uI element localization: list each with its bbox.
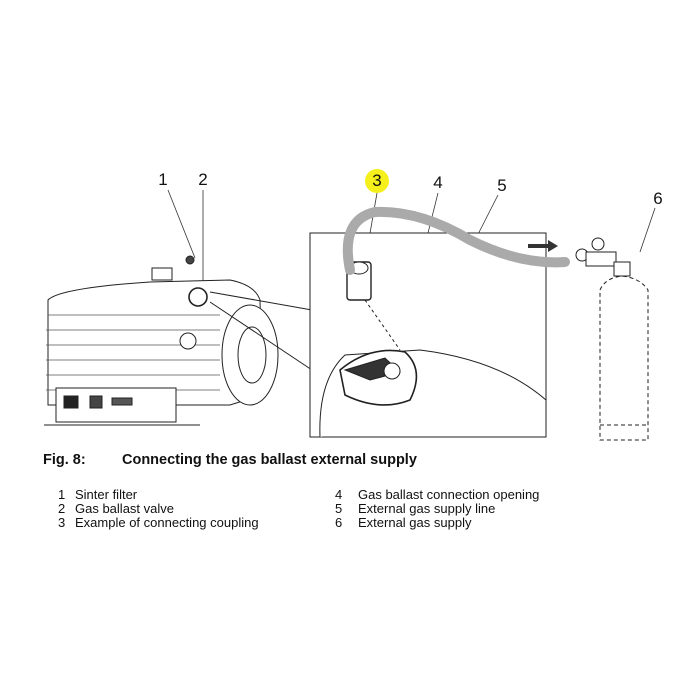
legend-num: 2 (58, 501, 66, 516)
pump-body (44, 255, 279, 426)
callout-3-highlighted: 3 (365, 169, 389, 193)
callout-4: 4 (433, 173, 443, 192)
legend-text: Sinter filter (75, 487, 138, 502)
figure-title: Connecting the gas ballast external supp… (122, 452, 417, 468)
legend-text: Example of connecting coupling (75, 515, 259, 530)
legend-text: Gas ballast valve (75, 501, 174, 516)
pump-illustration (44, 189, 656, 441)
legend-text: External gas supply line (358, 501, 496, 516)
legend-item: 4 Gas ballast connection opening (335, 488, 539, 502)
legend-item: 6 External gas supply (335, 516, 539, 530)
gas-cylinder (575, 237, 649, 441)
flow-arrow (528, 240, 558, 252)
detail-valve (319, 299, 547, 438)
legend-num: 1 (58, 487, 66, 502)
legend-num: 5 (335, 501, 343, 516)
figure-label: Fig. 8: (43, 452, 86, 468)
callout-1: 1 (158, 170, 168, 189)
callout-6: 6 (653, 189, 663, 208)
legend-item: 2 Gas ballast valve (58, 502, 259, 516)
legend-left: 1 Sinter filter 2 Gas ballast valve 3 Examp… (58, 488, 259, 530)
legend-text: Gas ballast connection opening (358, 487, 540, 502)
gas-supply-hose (342, 206, 570, 275)
legend-num: 3 (58, 515, 66, 530)
legend-num: 4 (335, 487, 343, 502)
callout-5: 5 (497, 176, 507, 195)
legend-item: 3 Example of connecting coupling (58, 516, 259, 530)
callout-2: 2 (198, 170, 208, 189)
legend-num: 6 (335, 515, 343, 530)
legend-item: 1 Sinter filter (58, 488, 259, 502)
legend-text: External gas supply (358, 515, 472, 530)
legend-item: 5 External gas supply line (335, 502, 539, 516)
